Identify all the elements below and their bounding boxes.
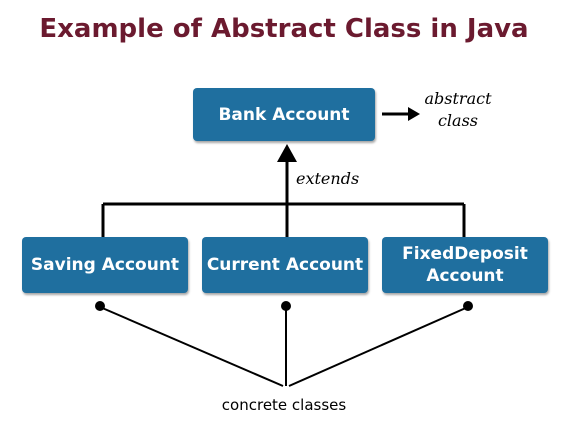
abstract-note: abstract class xyxy=(424,89,492,130)
fixed-deposit-account-label: FixedDeposit Account xyxy=(402,244,528,286)
diagram-title: Example of Abstract Class in Java xyxy=(39,14,529,44)
saving-account-label: Saving Account xyxy=(30,255,180,275)
extends-arrowhead xyxy=(277,144,297,162)
saving-account-box: Saving Account xyxy=(22,237,188,293)
concrete-pointer-line-right xyxy=(288,306,469,387)
fixed-dot xyxy=(463,301,473,311)
concrete-pointer-line-left xyxy=(99,306,284,387)
current-dot xyxy=(281,301,291,311)
abstract-class-label: Bank Account xyxy=(218,104,350,125)
current-account-label: Current Account xyxy=(206,255,364,275)
concrete-classes-label: concrete classes xyxy=(221,396,347,414)
abstract-class-box: Bank Account xyxy=(193,88,375,141)
extends-label: extends xyxy=(296,169,360,188)
saving-dot xyxy=(95,301,105,311)
abstract-pointer-arrowhead xyxy=(408,107,420,121)
fixed-deposit-account-box: FixedDeposit Account xyxy=(382,237,548,293)
current-account-box: Current Account xyxy=(202,237,368,293)
